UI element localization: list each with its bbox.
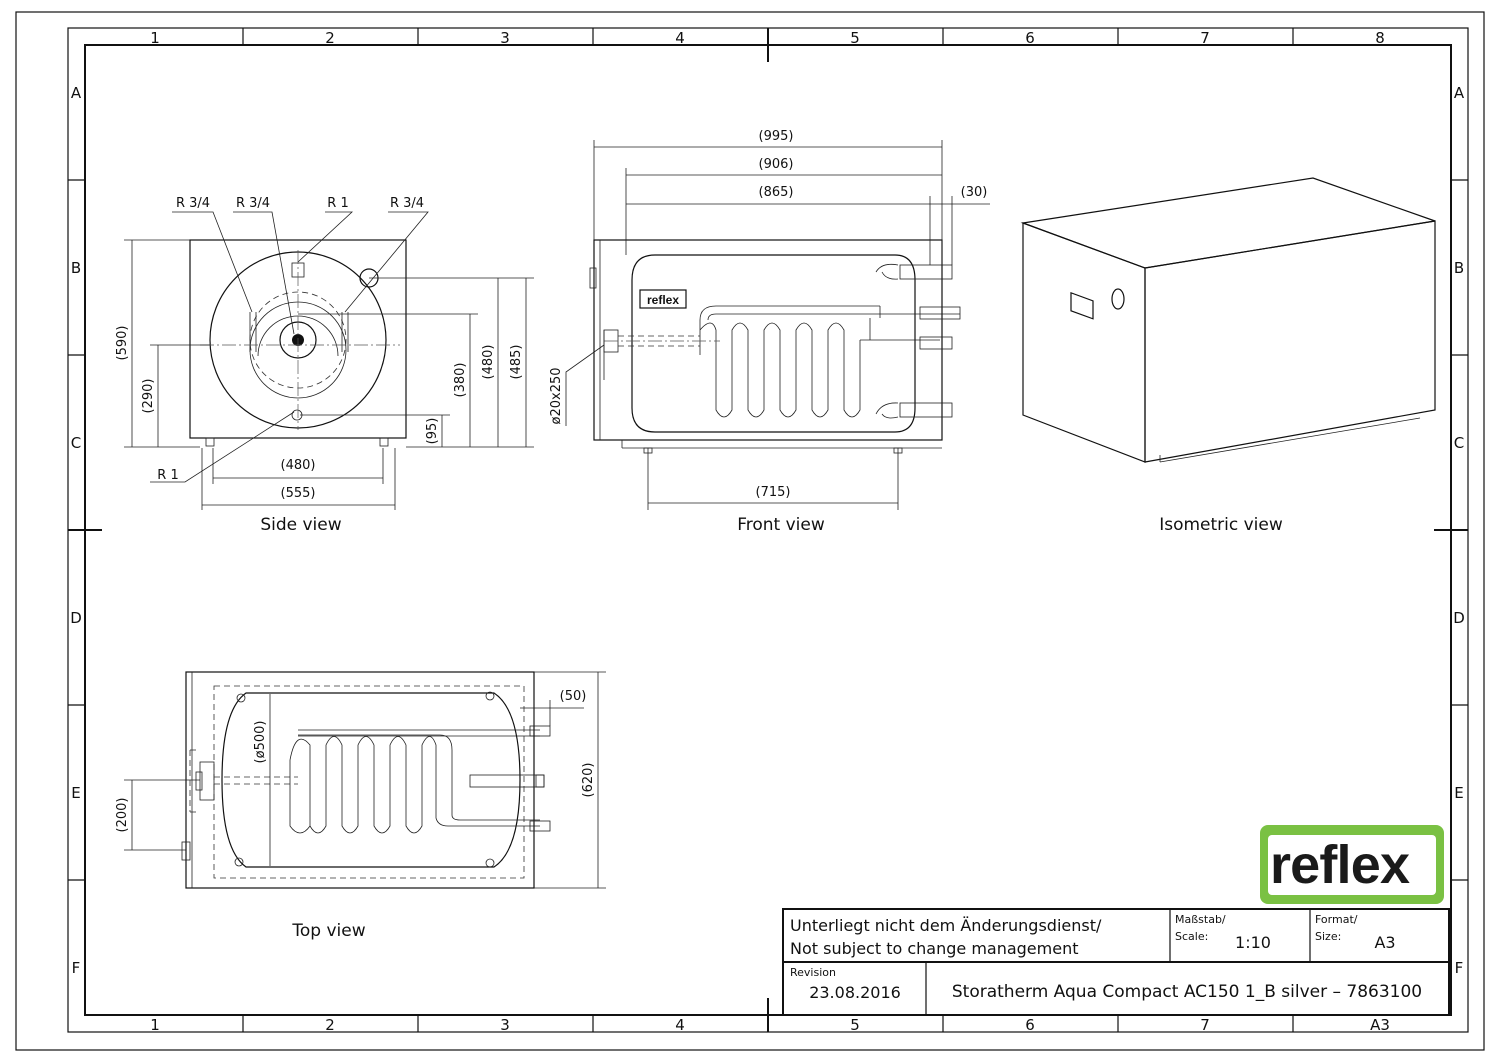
dimension-label: (995) — [759, 129, 794, 144]
column-labels-bottom: 1 2 3 4 5 6 7 A3 — [150, 1016, 1390, 1034]
view-title: Top view — [291, 921, 365, 941]
col-label: 3 — [500, 29, 510, 47]
drawing-title: Storatherm Aqua Compact AC150 1_B silver… — [952, 982, 1422, 1002]
row-label: D — [70, 609, 82, 627]
top-view: (200) (ø500) (620) (50) Top view — [115, 671, 606, 941]
format-label-2: Size: — [1315, 930, 1341, 943]
dimension-label: (50) — [560, 689, 587, 704]
row-label: C — [1454, 434, 1464, 452]
col-label: 4 — [675, 29, 685, 47]
dimension-label: (30) — [961, 185, 988, 200]
col-label: 6 — [1025, 29, 1035, 47]
dimension-label: (290) — [141, 379, 156, 414]
row-label: A — [71, 84, 82, 102]
front-badge — [639, 289, 687, 309]
dimension-label: (200) — [115, 798, 130, 833]
dimension-label: (590) — [115, 326, 130, 361]
view-title: Isometric view — [1159, 515, 1283, 535]
scale-value: 1:10 — [1235, 933, 1271, 952]
row-label: A — [1454, 84, 1465, 102]
row-label: B — [1454, 259, 1464, 277]
revision-date: 23.08.2016 — [809, 983, 901, 1002]
front-tank — [631, 254, 916, 433]
row-label: F — [72, 959, 81, 977]
title-block: Unterliegt nicht dem Änderungsdienst/ No… — [782, 908, 1450, 1016]
dimension-label: (ø500) — [253, 721, 268, 764]
connection-label: R 1 — [157, 468, 178, 483]
top-tank — [221, 692, 521, 868]
view-title: Front view — [737, 515, 825, 535]
dimension-label: (715) — [756, 485, 791, 500]
revision-label: Revision — [790, 966, 836, 979]
connection-label: R 3/4 — [390, 196, 424, 211]
outer-frame — [15, 11, 1485, 1051]
scale-label-2: Scale: — [1175, 930, 1208, 943]
top-housing — [185, 671, 535, 889]
col-label: 8 — [1375, 29, 1385, 47]
row-label: F — [1455, 959, 1464, 977]
format-label-1: Format/ — [1315, 913, 1358, 926]
scale-label-1: Maßstab/ — [1175, 913, 1226, 926]
col-label: 7 — [1200, 1016, 1210, 1034]
front-view: reflex ø20x250 (715) — [549, 129, 990, 535]
notice-line-1: Unterliegt nicht dem Änderungsdienst/ — [790, 916, 1102, 935]
row-label: B — [71, 259, 81, 277]
row-labels-left: A B C D E F — [70, 84, 82, 977]
format-value: A3 — [1374, 933, 1395, 952]
grid-ticks — [68, 28, 1468, 1032]
col-label: 6 — [1025, 1016, 1035, 1034]
reflex-logo: reflex — [1260, 825, 1444, 904]
dimension-label: (865) — [759, 185, 794, 200]
dimension-label: (480) — [481, 345, 496, 380]
col-label: 3 — [500, 1016, 510, 1034]
col-label: 2 — [325, 1016, 335, 1034]
column-labels-top: 1 2 3 4 5 6 7 8 — [150, 29, 1385, 47]
col-label: A3 — [1370, 1016, 1390, 1034]
side-housing — [189, 239, 407, 439]
isometric-view: Isometric view — [1020, 177, 1436, 535]
dimension-label: (485) — [509, 345, 524, 380]
side-view: R 3/4 R 3/4 R 1 R 3/4 R 1 (590) (290) (3… — [115, 196, 534, 535]
col-label: 5 — [850, 1016, 860, 1034]
connection-label: R 3/4 — [236, 196, 270, 211]
dimension-label: (620) — [581, 763, 596, 798]
view-title: Side view — [260, 515, 341, 535]
dimension-label: (555) — [281, 486, 316, 501]
logo-text: reflex — [1270, 835, 1410, 895]
dimension-label: (95) — [425, 418, 440, 445]
badge-text: reflex — [647, 293, 679, 307]
row-label: D — [1453, 609, 1465, 627]
row-label: E — [71, 784, 80, 802]
connection-label: R 1 — [327, 196, 348, 211]
dimension-label: (906) — [759, 157, 794, 172]
notice-line-2: Not subject to change management — [790, 939, 1079, 958]
row-label: E — [1454, 784, 1463, 802]
col-label: 1 — [150, 1016, 160, 1034]
front-housing — [593, 239, 943, 441]
connection-label: R 3/4 — [176, 196, 210, 211]
dimension-label: (380) — [453, 363, 468, 398]
col-label: 5 — [850, 29, 860, 47]
row-labels-right: A B C D E F — [1453, 84, 1465, 977]
row-label: C — [71, 434, 81, 452]
dimension-label: (480) — [281, 458, 316, 473]
anode-label: ø20x250 — [549, 367, 564, 424]
col-label: 1 — [150, 29, 160, 47]
col-label: 2 — [325, 29, 335, 47]
col-label: 7 — [1200, 29, 1210, 47]
col-label: 4 — [675, 1016, 685, 1034]
